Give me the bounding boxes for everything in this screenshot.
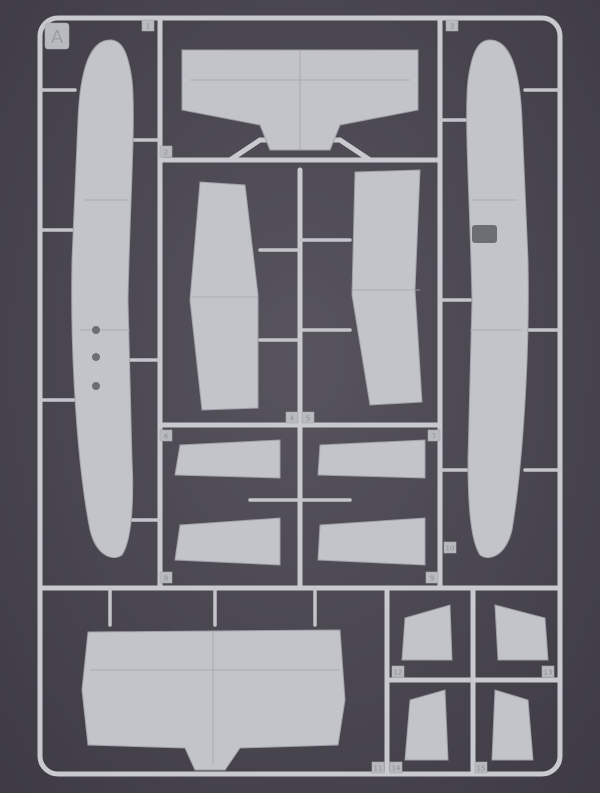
- part-number: 13: [544, 669, 553, 677]
- wing-panel-right-part: [351, 169, 423, 406]
- sprue-gates: [38, 88, 562, 627]
- part-number: 7: [432, 433, 436, 441]
- part-number-tag: [425, 571, 439, 584]
- tailplane-parts: [174, 439, 426, 566]
- part-number: 8: [164, 575, 168, 583]
- fuselage-left-part: [71, 39, 134, 559]
- part-number: 2: [164, 149, 168, 157]
- part-number-tag: [427, 429, 441, 442]
- part-number: 6: [164, 433, 169, 441]
- part-number-tag: [391, 665, 405, 678]
- part-number: 3: [450, 23, 454, 31]
- part-number: 14: [392, 765, 401, 773]
- part-number: 5: [306, 415, 310, 423]
- part-number-tag: [285, 411, 299, 424]
- fuselage-right-part: [466, 39, 529, 559]
- wing-lower-part: [81, 629, 346, 771]
- part-number-tag: [474, 761, 488, 774]
- part-number-tag: [371, 761, 385, 774]
- part-number-tag: [389, 761, 403, 774]
- part-number: 12: [394, 669, 403, 677]
- part-number-tag: [141, 19, 155, 32]
- part-number: 4: [290, 415, 295, 423]
- sprue-letter: A: [51, 27, 64, 48]
- part-number: 1: [146, 23, 150, 31]
- part-number-tag: [445, 19, 459, 32]
- part-number-tag: [541, 665, 555, 678]
- wing-panel-left-part: [189, 181, 259, 411]
- part-number-tag: [443, 541, 457, 554]
- part-number: 9: [430, 575, 434, 583]
- part-number-tag: [301, 411, 315, 424]
- wing-center-part: [181, 49, 419, 151]
- part-number: 15: [477, 765, 486, 773]
- part-number: 10: [446, 545, 455, 553]
- rudder-parts: [401, 604, 549, 761]
- part-number-tag: [159, 429, 173, 442]
- part-number: 11: [374, 765, 383, 773]
- part-number-tag: [159, 145, 173, 158]
- part-number-tag: [159, 571, 173, 584]
